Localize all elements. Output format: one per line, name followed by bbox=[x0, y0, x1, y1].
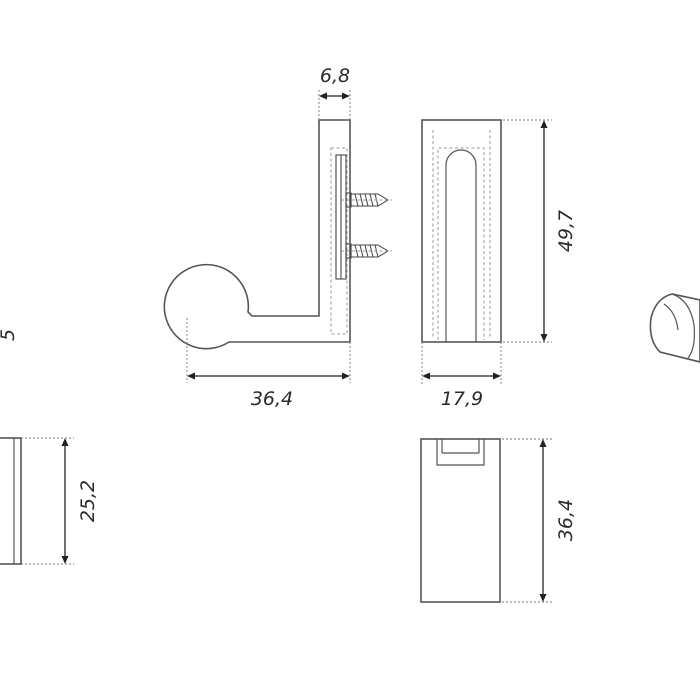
bottom-notch bbox=[436, 439, 485, 466]
front-body bbox=[421, 119, 502, 343]
dim-label-front-width: 17,9 bbox=[441, 388, 483, 410]
dim-label-wall-depth: 6,8 bbox=[320, 65, 350, 87]
left-body bbox=[0, 437, 22, 565]
hook-hidden-insert bbox=[330, 147, 348, 335]
front-hidden-slot bbox=[437, 147, 485, 340]
front-slot bbox=[445, 149, 477, 342]
hook-body bbox=[163, 119, 351, 350]
dim-label-left-height: 25,2 bbox=[77, 480, 99, 522]
dim-label-hook-projection: 36,4 bbox=[251, 388, 293, 410]
left-partial-view: 5 25,2 bbox=[0, 329, 99, 565]
dim-label-bottom-height: 36,4 bbox=[555, 499, 577, 541]
hook-bottom-view: 36,4 bbox=[420, 438, 577, 603]
bottom-body bbox=[420, 438, 501, 603]
dim-label-height: 49,7 bbox=[555, 210, 577, 252]
hook-perspective-view bbox=[649, 293, 700, 363]
hook-side-view: 6,8 36,4 bbox=[163, 65, 392, 410]
screw-lower bbox=[341, 243, 392, 259]
screw-upper bbox=[341, 192, 392, 208]
hook-front-view: 49,7 17,9 bbox=[421, 119, 577, 410]
cut-off-label: 5 bbox=[0, 329, 19, 341]
